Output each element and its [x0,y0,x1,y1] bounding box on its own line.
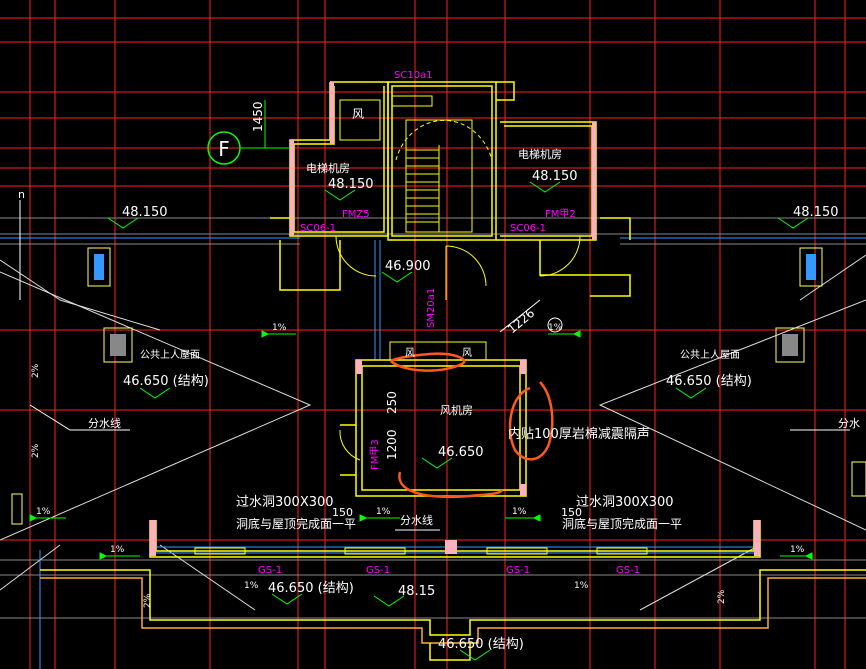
label-dim-150-right: 150 [561,506,582,519]
slope-1pct-c: 1% [376,507,391,517]
slope-2pct-a: 2% [31,363,41,378]
slope-1pct-b: 1% [548,323,563,333]
walls [40,81,866,661]
label-hole-left-2: 洞底与屋顶完成面一平 [236,516,356,531]
slope-2pct-c: 2% [143,593,153,608]
label-lvl-46650-fan: 46.650 [438,445,484,460]
grid-f-label: F [218,137,230,161]
label-gs1-b: GS-1 [366,565,390,576]
label-sc06-left: SC06-1 [300,223,336,234]
label-hole-right-1: 过水洞300X300 [576,495,674,510]
label-fan-b: 风 [462,347,472,359]
label-hole-left-1: 过水洞300X300 [236,495,334,510]
dim-1450-label: 1450 [251,101,265,132]
label-dim-1226: 1226 [505,306,537,336]
slope-1pct-a: 1% [272,323,287,333]
blue-lines [0,237,866,669]
label-lvl-4815: 48.15 [398,584,435,599]
ridge-lines [0,254,866,611]
gs-windows [194,547,648,555]
dim-1226-line [499,299,541,333]
label-dim-150-left: 150 [332,506,353,519]
label-fm3: FM甲3 [370,439,381,470]
label-elev-room-right: 电梯机房 [518,147,562,161]
drain-boxes [11,247,866,525]
label-divide-left: 分水线 [88,416,121,430]
white-labels: 风 电梯机房 电梯机房 48.150 48.150 48.150 48.150 … [18,107,860,652]
label-fan-a: 风 [405,347,415,359]
slope-labels: 1% 1% 1% 1% 1% 1% 1% 1% 1% 2% 2% 2% 2% [31,323,805,608]
label-lvl-46650-bottom-left: 46.650 (结构) [268,581,354,596]
label-fan-room: 风机房 [440,403,473,417]
slope-1pct-f: 1% [790,545,805,555]
label-lvl-46650-bottom: 46.650 (结构) [438,637,524,652]
slope-1pct-d: 1% [512,507,527,517]
slope-1pct-g: 1% [36,507,51,517]
label-divide-right: 分水 [838,417,860,430]
slope-1pct-e: 1% [110,545,125,555]
slope-1pct-i: 1% [574,581,589,591]
label-public-roof-right: 公共上人屋面 [680,349,740,361]
slope-1pct-h: 1% [244,581,259,591]
door-swings [335,235,581,461]
grid-bubble-f: F [207,131,290,165]
label-fm2: FM甲2 [545,209,576,220]
label-sc06-right: SC06-1 [510,223,546,234]
label-fmz5: FMZ5 [342,209,370,220]
wall-fill [150,82,760,556]
gray-lines [0,217,866,619]
label-lvl-48150-left: 48.150 [328,177,374,192]
slope-2pct-b: 2% [31,443,41,458]
label-gs1-c: GS-1 [506,565,530,576]
label-gs1-d: GS-1 [616,565,640,576]
label-fan-top: 风 [352,107,364,121]
slope-arrows [29,330,813,560]
dim-1226-circle [547,317,563,333]
label-lvl-46650-right: 46.650 (结构) [666,374,752,389]
label-divide-center: 分水线 [400,513,433,527]
level-markers [107,181,809,661]
label-elev-room-left: 电梯机房 [306,161,350,175]
label-sc10a1: SC10a1 [394,70,433,81]
label-insulation-note: 内贴100厚岩棉减震隔声 [508,426,650,442]
label-n: n [18,188,25,201]
divide-leaders [19,200,850,531]
slope-2pct-d: 2% [717,589,727,604]
stair [395,119,493,233]
label-gs1-a: GS-1 [258,565,282,576]
label-lvl-48150-far-left: 48.150 [122,205,168,220]
label-dim-1200: 1200 [385,429,399,460]
label-lvl-48150-far-right: 48.150 [793,205,839,220]
label-lvl-48150-right: 48.150 [532,169,578,184]
label-hole-right-2: 洞底与屋顶完成面一平 [562,516,682,531]
orange-markup [390,352,554,499]
label-lvl-46900: 46.900 [385,259,431,274]
label-dim-250: 250 [385,391,399,414]
fan-boxes [339,95,487,361]
magenta-labels: SC10a1 FMZ5 FM甲2 SC06-1 SC06-1 SM20a1 FM… [258,70,640,576]
label-public-roof-left: 公共上人屋面 [140,349,200,361]
dim-1450: 1450 [251,100,266,148]
label-sm20a1: SM20a1 [426,288,437,328]
label-lvl-46650-left: 46.650 (结构) [123,374,209,389]
